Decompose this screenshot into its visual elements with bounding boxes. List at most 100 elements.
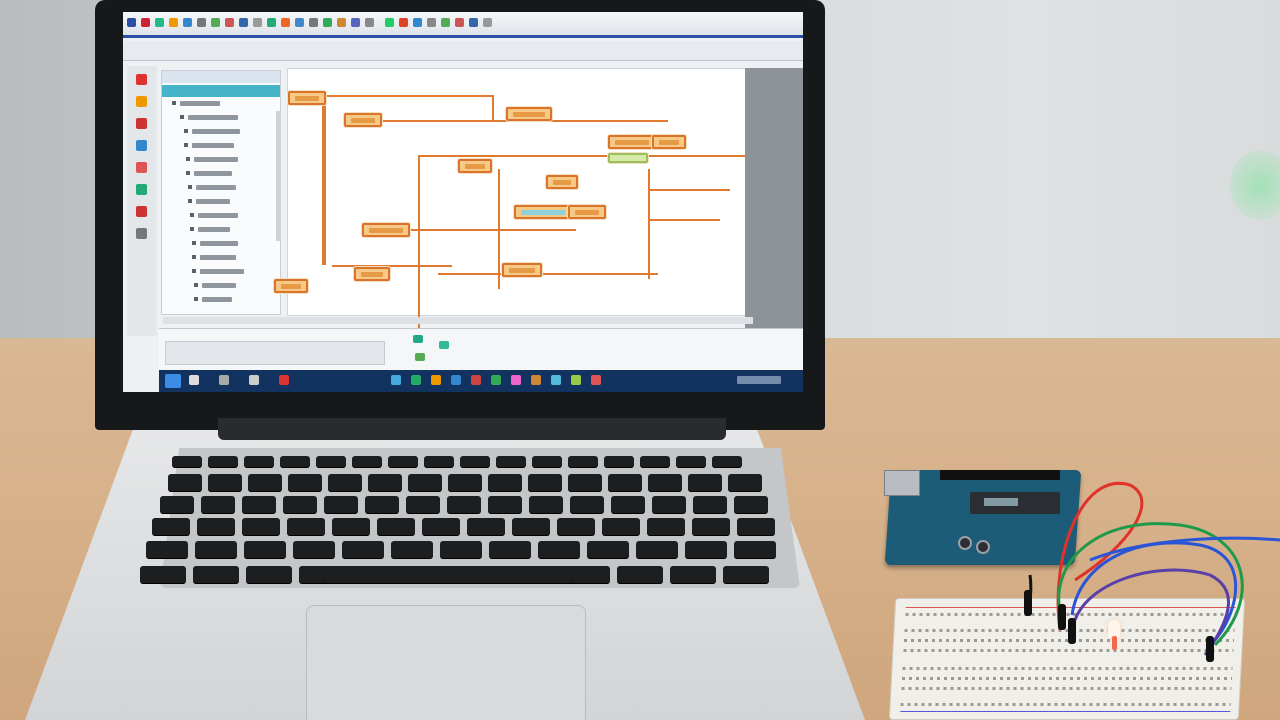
- keyboard-key[interactable]: [557, 518, 595, 535]
- keyboard-key[interactable]: [160, 496, 194, 513]
- diagram-block[interactable]: [354, 267, 390, 281]
- keyboard-key[interactable]: [528, 474, 562, 491]
- keyboard-key[interactable]: [568, 456, 598, 467]
- keyboard-key[interactable]: [617, 566, 663, 583]
- keyboard-key[interactable]: [496, 456, 526, 467]
- tree-expander-icon[interactable]: [188, 185, 192, 189]
- keyboard-key[interactable]: [288, 474, 322, 491]
- toolbar-icon[interactable]: [295, 18, 304, 27]
- toolbar-icon[interactable]: [141, 18, 150, 27]
- toolbar-icon[interactable]: [211, 18, 220, 27]
- tree-expander-icon[interactable]: [194, 297, 198, 301]
- tree-expander-icon[interactable]: [180, 115, 184, 119]
- keyboard-key[interactable]: [242, 518, 280, 535]
- toolbar-icon[interactable]: [183, 18, 192, 27]
- keyboard-key[interactable]: [570, 496, 604, 513]
- keyboard-key[interactable]: [488, 496, 522, 513]
- keyboard-key[interactable]: [146, 541, 188, 558]
- keyboard-key[interactable]: [287, 518, 325, 535]
- keyboard-key[interactable]: [652, 496, 686, 513]
- toolbar-icon[interactable]: [281, 18, 290, 27]
- toolbar-icon[interactable]: [365, 18, 374, 27]
- keyboard-key[interactable]: [564, 566, 610, 583]
- keyboard-key[interactable]: [692, 518, 730, 535]
- keyboard-key[interactable]: [688, 474, 722, 491]
- tree-expander-icon[interactable]: [190, 213, 194, 217]
- keyboard-key[interactable]: [365, 496, 399, 513]
- tree-scrollbar[interactable]: [276, 111, 281, 241]
- taskbar-app-icon[interactable]: [591, 375, 601, 385]
- toolbar-icon[interactable]: [169, 18, 178, 27]
- toolbar-icon[interactable]: [337, 18, 346, 27]
- tree-expander-icon[interactable]: [186, 171, 190, 175]
- toolbar-icon[interactable]: [455, 18, 464, 27]
- keyboard-key[interactable]: [406, 496, 440, 513]
- keyboard-key[interactable]: [388, 456, 418, 467]
- diagram-block[interactable]: [344, 113, 382, 127]
- keyboard-key[interactable]: [242, 496, 276, 513]
- toolbar-icon[interactable]: [413, 18, 422, 27]
- keyboard-key[interactable]: [193, 566, 239, 583]
- keyboard-key[interactable]: [737, 518, 775, 535]
- keyboard-key[interactable]: [734, 541, 776, 558]
- tree-expander-icon[interactable]: [172, 101, 176, 105]
- stop-icon[interactable]: [399, 18, 408, 27]
- taskbar-app-icon[interactable]: [451, 375, 461, 385]
- keyboard-key[interactable]: [408, 474, 442, 491]
- diagram-block[interactable]: [362, 223, 410, 237]
- keyboard-key[interactable]: [467, 518, 505, 535]
- tree-item[interactable]: [192, 143, 234, 148]
- keyboard-key[interactable]: [489, 541, 531, 558]
- keyboard-key[interactable]: [440, 541, 482, 558]
- keyboard-key[interactable]: [538, 541, 580, 558]
- keyboard-key[interactable]: [712, 456, 742, 467]
- taskbar-app-icon[interactable]: [249, 375, 259, 385]
- toolbar-icon[interactable]: [155, 18, 164, 27]
- toolbar-icon[interactable]: [427, 18, 436, 27]
- tree-expander-icon[interactable]: [192, 255, 196, 259]
- toolbar-icon[interactable]: [253, 18, 262, 27]
- keyboard-key[interactable]: [208, 474, 242, 491]
- toolbar-icon[interactable]: [469, 18, 478, 27]
- diagram-block[interactable]: [652, 135, 686, 149]
- tool-icon[interactable]: [136, 118, 147, 129]
- keyboard-key[interactable]: [424, 456, 454, 467]
- keyboard-key[interactable]: [328, 474, 362, 491]
- tree-item[interactable]: [196, 199, 230, 204]
- tree-item[interactable]: [202, 297, 232, 302]
- keyboard-key[interactable]: [280, 456, 310, 467]
- keyboard-key[interactable]: [640, 456, 670, 467]
- keyboard-key[interactable]: [197, 518, 235, 535]
- tree-expander-icon[interactable]: [188, 199, 192, 203]
- toolbar-icon[interactable]: [225, 18, 234, 27]
- run-icon[interactable]: [385, 18, 394, 27]
- spacebar[interactable]: [322, 566, 572, 583]
- tree-item[interactable]: [198, 213, 238, 218]
- toolbar-icon[interactable]: [197, 18, 206, 27]
- tree-item[interactable]: [196, 185, 236, 190]
- keyboard-key[interactable]: [293, 541, 335, 558]
- keyboard-key[interactable]: [201, 496, 235, 513]
- keyboard-key[interactable]: [685, 541, 727, 558]
- tool-icon[interactable]: [136, 206, 147, 217]
- tree-expander-icon[interactable]: [194, 283, 198, 287]
- keyboard-key[interactable]: [734, 496, 768, 513]
- keyboard-key[interactable]: [332, 518, 370, 535]
- keyboard-key[interactable]: [676, 456, 706, 467]
- keyboard-key[interactable]: [195, 541, 237, 558]
- taskbar-app-icon[interactable]: [189, 375, 199, 385]
- keyboard-key[interactable]: [532, 456, 562, 467]
- diagram-block[interactable]: [608, 153, 648, 163]
- keyboard-key[interactable]: [723, 566, 769, 583]
- keyboard-key[interactable]: [168, 474, 202, 491]
- diagram-block[interactable]: [288, 91, 326, 105]
- toolbar-icon[interactable]: [441, 18, 450, 27]
- toolbar-icon[interactable]: [309, 18, 318, 27]
- keyboard-key[interactable]: [448, 474, 482, 491]
- horizontal-scrollbar[interactable]: [163, 317, 753, 324]
- keyboard-key[interactable]: [529, 496, 563, 513]
- tree-selected-item[interactable]: [162, 85, 280, 97]
- keyboard-key[interactable]: [604, 456, 634, 467]
- keyboard-key[interactable]: [611, 496, 645, 513]
- tree-expander-icon[interactable]: [190, 227, 194, 231]
